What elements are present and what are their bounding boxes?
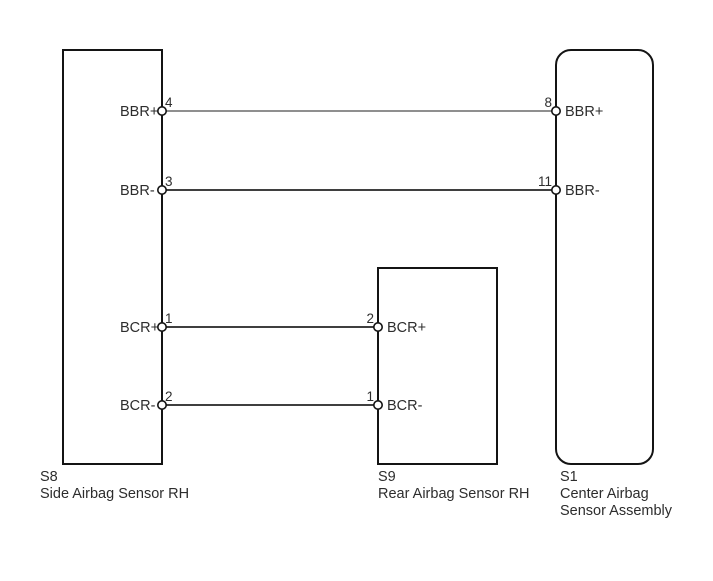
pin-number-s8-4: 4	[165, 95, 173, 110]
pin-terminal-icon	[157, 399, 168, 410]
pin-s8-2-bcr-minus: BCR- 2	[120, 389, 173, 414]
pin-number-s1-11: 11	[538, 174, 552, 189]
pin-number-s9-2: 2	[366, 311, 374, 326]
component-box-center-airbag-sensor-assembly	[555, 49, 654, 465]
pin-s8-4-bbr-plus: BBR+ 4	[120, 95, 173, 120]
pin-label-s8-bbr-minus: BBR-	[120, 183, 155, 199]
pin-number-s1-8: 8	[544, 95, 552, 110]
pin-label-s8-bbr-plus: BBR+	[120, 104, 158, 120]
pin-terminal-icon	[157, 106, 168, 117]
component-box-rear-airbag-sensor-rh	[377, 267, 498, 465]
pin-s1-8-bbr-plus: 8 BBR+	[544, 95, 603, 120]
pin-label-s9-bcr-plus: BCR+	[387, 320, 426, 336]
pin-s9-2-bcr-plus: 2 BCR+	[366, 311, 426, 336]
pin-terminal-icon	[372, 321, 383, 332]
pin-number-s8-1: 1	[165, 311, 173, 326]
component-ref-s9: S9	[378, 469, 396, 485]
pin-label-s1-bbr-minus: BBR-	[565, 183, 600, 199]
component-box-side-airbag-sensor-rh	[62, 49, 163, 465]
pin-terminal-icon	[550, 185, 561, 196]
component-name-s1-line1: Center Airbag	[560, 486, 649, 502]
pin-number-s8-3: 3	[165, 174, 173, 189]
component-name-s1-line2: Sensor Assembly	[560, 503, 673, 519]
component-name-s9: Rear Airbag Sensor RH	[378, 486, 530, 502]
pin-s8-1-bcr-plus: BCR+ 1	[120, 311, 173, 336]
caption-s8: S8 Side Airbag Sensor RH	[40, 469, 189, 502]
caption-s1: S1 Center Airbag Sensor Assembly	[560, 469, 673, 519]
pin-terminal-icon	[157, 321, 168, 332]
pin-label-s8-bcr-minus: BCR-	[120, 398, 156, 414]
pin-s9-1-bcr-minus: 1 BCR-	[366, 389, 422, 414]
pin-terminal-icon	[372, 399, 383, 410]
component-name-s8: Side Airbag Sensor RH	[40, 486, 189, 502]
pin-s8-3-bbr-minus: BBR- 3	[120, 174, 173, 199]
pin-terminal-icon	[550, 106, 561, 117]
pin-label-s8-bcr-plus: BCR+	[120, 320, 159, 336]
pin-number-s8-2: 2	[165, 389, 173, 404]
pin-label-s1-bbr-plus: BBR+	[565, 104, 603, 120]
component-ref-s8: S8	[40, 469, 58, 485]
component-ref-s1: S1	[560, 469, 578, 485]
pin-s1-11-bbr-minus: 11 BBR-	[538, 174, 600, 199]
pin-number-s9-1: 1	[366, 389, 374, 404]
caption-s9: S9 Rear Airbag Sensor RH	[378, 469, 530, 502]
pin-terminal-icon	[157, 185, 168, 196]
pin-label-s9-bcr-minus: BCR-	[387, 398, 423, 414]
